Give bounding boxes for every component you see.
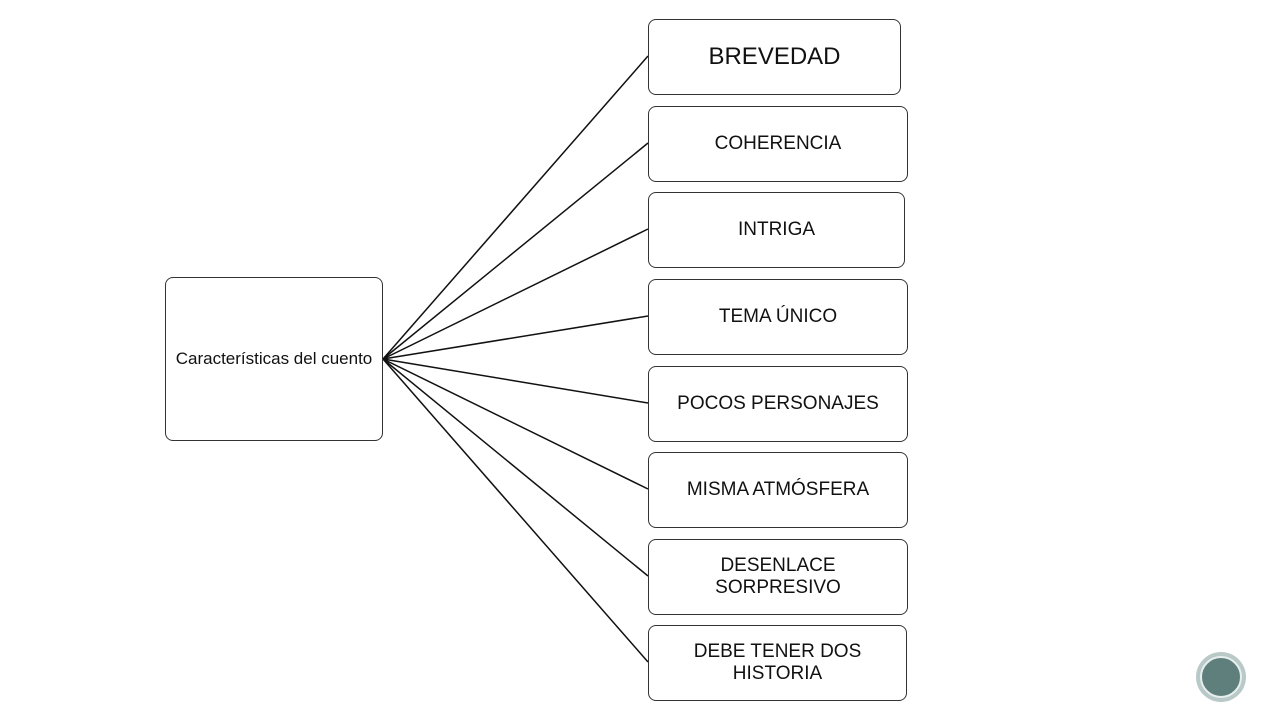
connector-line-2 <box>382 142 649 360</box>
branch-node-label: BREVEDAD <box>708 43 841 71</box>
connector-line-7 <box>382 358 649 577</box>
branch-node-misma-atmosfera: MISMA ATMÓSFERA <box>648 452 908 528</box>
connector-line-5 <box>382 358 649 404</box>
branch-node-label: COHERENCIA <box>714 133 842 155</box>
branch-node-label: INTRIGA <box>737 219 816 241</box>
root-node-label: Características del cuento <box>175 349 373 369</box>
branch-node-tema-unico: TEMA ÚNICO <box>648 279 908 355</box>
branch-node-label: TEMA ÚNICO <box>718 306 838 328</box>
connector-line-3 <box>382 228 649 360</box>
branch-node-label: MISMA ATMÓSFERA <box>686 479 870 501</box>
branch-node-pocos-personajes: POCOS PERSONAJES <box>648 366 908 442</box>
branch-node-label: DEBE TENER DOS HISTORIA <box>693 641 862 684</box>
branch-node-label: DESENLACE SORPRESIVO <box>715 555 841 598</box>
branch-node-brevedad: BREVEDAD <box>648 19 901 95</box>
circle-logo-icon <box>1196 652 1246 702</box>
connector-line-1 <box>382 55 649 360</box>
branch-node-coherencia: COHERENCIA <box>648 106 908 182</box>
root-node: Características del cuento <box>165 277 383 441</box>
branch-node-debe-tener-dos-historia: DEBE TENER DOS HISTORIA <box>648 625 907 701</box>
connector-line-6 <box>382 358 649 490</box>
branch-node-label: POCOS PERSONAJES <box>677 393 879 415</box>
branch-node-desenlace-sorpresivo: DESENLACE SORPRESIVO <box>648 539 908 615</box>
circle-logo-inner <box>1200 656 1242 698</box>
branch-node-intriga: INTRIGA <box>648 192 905 268</box>
connector-line-4 <box>382 315 649 360</box>
connector-line-8 <box>382 358 649 663</box>
